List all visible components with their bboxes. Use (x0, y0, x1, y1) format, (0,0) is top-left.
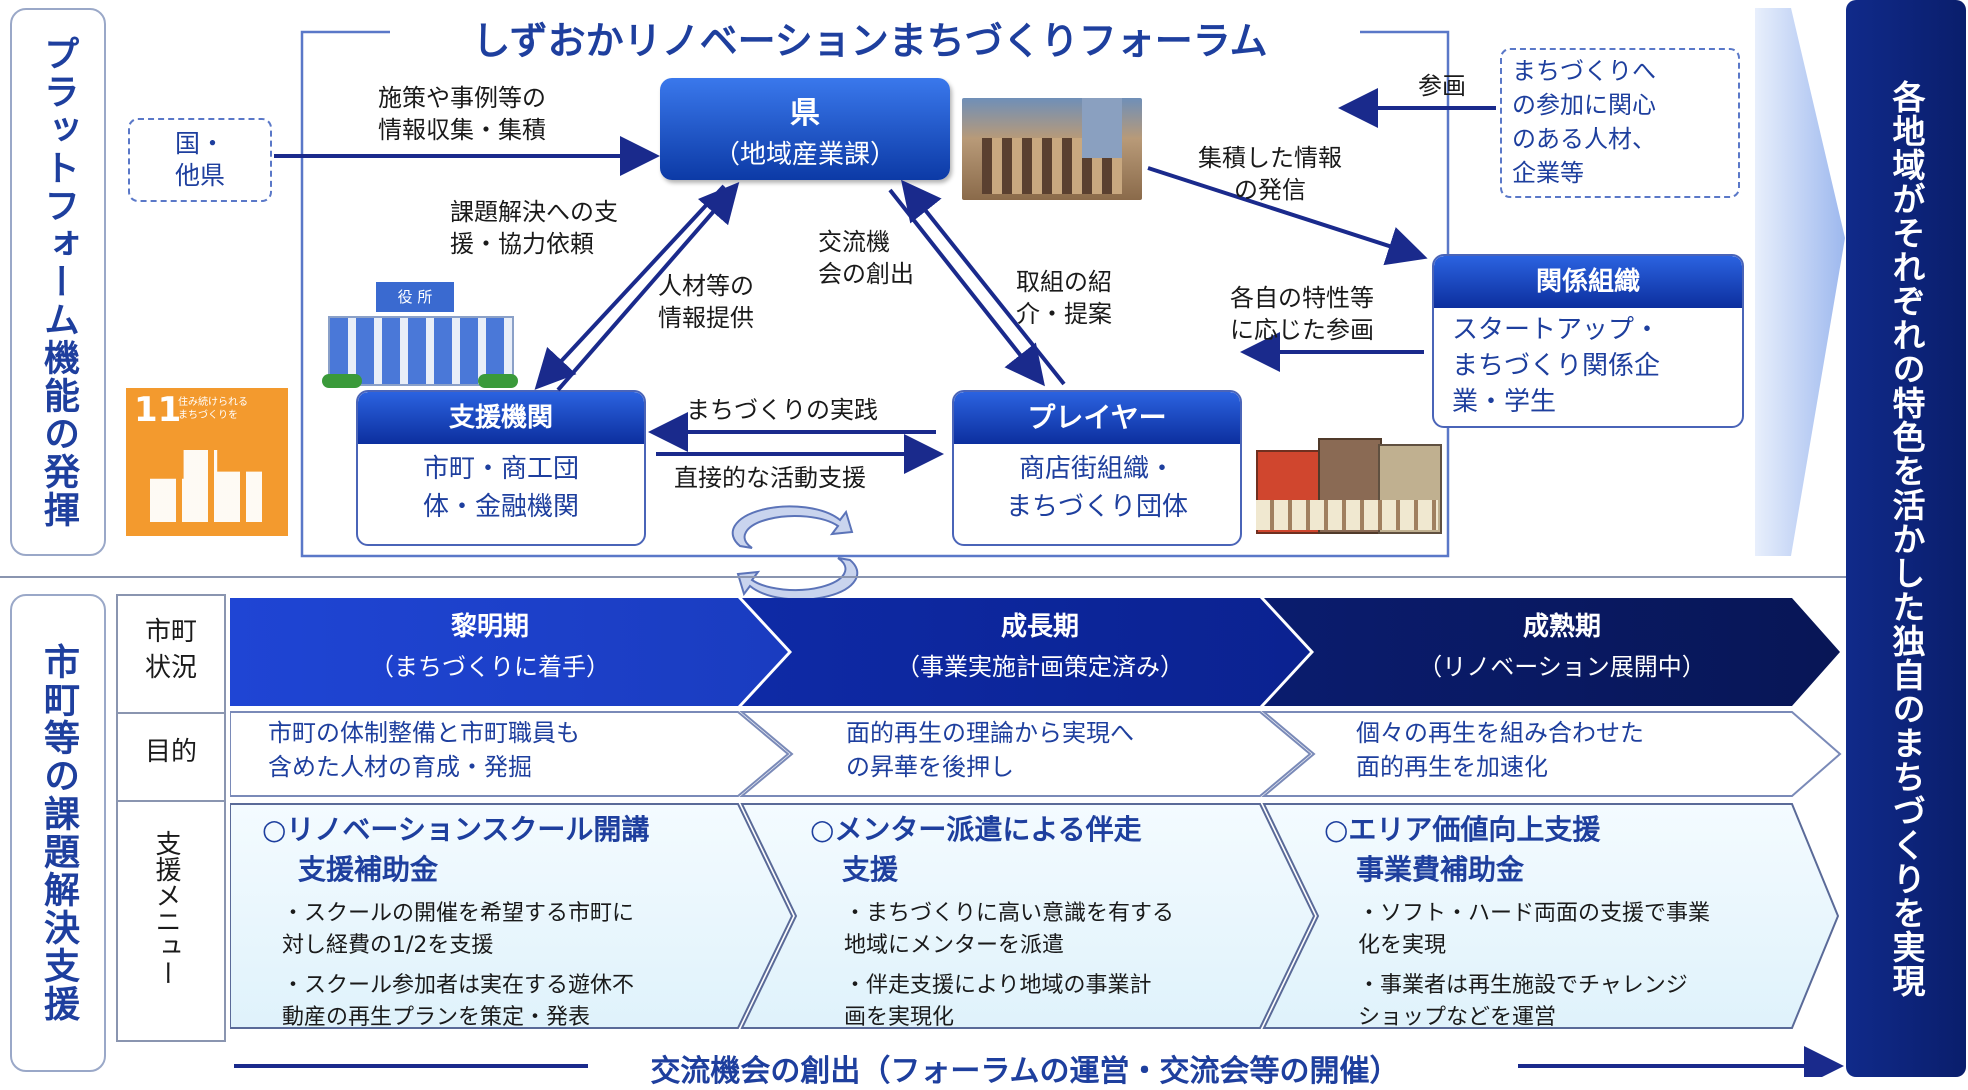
label-collect: 施策や事例等の 情報収集・集積 (378, 84, 546, 144)
phase-2-menu-subtitle: 支援 (842, 853, 899, 886)
section-divider (0, 576, 1846, 578)
ken-subtitle: （地域産業課） (713, 140, 896, 170)
phase-1-menu-title: ○リノベーションスクール開講 (262, 813, 650, 846)
phase-3-subtitle: （リノベーション展開中） (1418, 653, 1706, 681)
phase-1-subtitle: （まちづくりに着手） (370, 653, 610, 681)
phase-2-subtitle: （事業実施計画策定済み） (896, 653, 1184, 681)
phase-2-title: 成長期 (1000, 612, 1079, 642)
label-koryu: 交流機 会の創出 (818, 228, 914, 288)
support-label: 市町等の課題解決支援 (38, 643, 79, 1023)
label-jinzai: 人材等の 情報提供 (658, 272, 754, 332)
phase-1-menu-subtitle: 支援補助金 (298, 853, 439, 886)
platform-label: プラットフォーム機能の発揮 (38, 35, 79, 529)
kuni-box: 国・ 他県 (128, 118, 272, 202)
city-office-icon: 役 所 (322, 282, 518, 388)
shien-body: 市町・商工団 体・金融機関 (422, 454, 579, 522)
support-side-panel: 市町等の課題解決支援 (10, 594, 106, 1072)
label-support-request: 課題解決への支 援・協力依頼 (450, 198, 618, 258)
row-label-menu: 支援メニュー (151, 830, 181, 986)
label-jissen: まちづくりの実践 (686, 396, 878, 424)
arrow-ken-to-kankei (1147, 166, 1428, 266)
forum-title: しずおかリノベーションまちづくりフォーラム (472, 19, 1268, 63)
row-label-purpose: 目的 (144, 737, 197, 767)
ken-node: 県 （地域産業課） (660, 78, 950, 180)
forum-arrows (274, 88, 1496, 600)
phase-2-purpose: 面的再生の理論から実現へ の昇華を後押し (846, 719, 1134, 781)
phase-1-header: 黎明期 （まちづくりに着手） (230, 606, 750, 682)
platform-big-arrow (1755, 8, 1845, 556)
city-office-sign: 役 所 (376, 282, 454, 312)
row-label-status: 市町 状況 (144, 617, 197, 683)
label-kakuji: 各自の特性等 に応じた参画 (1230, 284, 1374, 344)
sdg-11-icon: 11 住み続けられる まちづくりを (126, 388, 288, 536)
arrow-ken-to-shien (534, 184, 726, 390)
phase-1-menu: ○リノベーションスクール開講 支援補助金 ・スクールの開催を希望する市町に 対し… (262, 810, 762, 1034)
phase-3-menu-subtitle: 事業費補助金 (1356, 853, 1525, 886)
phase-3-header: 成熟期 （リノベーション展開中） (1312, 606, 1812, 682)
phase-2-header: 成長期 （事業実施計画策定済み） (790, 606, 1290, 682)
phase-3-menu: ○エリア価値向上支援 事業費補助金 ・ソフト・ハード両面の支援で事業 化を実現 … (1324, 810, 1804, 1034)
shopping-street-image (1256, 430, 1442, 534)
kankei-node: 関係組織 スタートアップ・ まちづくり関係企 業・学生 (1432, 254, 1744, 428)
label-chokusetsu: 直接的な活動支援 (674, 464, 866, 492)
phase-2-menu: ○メンター派遣による伴走 支援 ・まちづくりに高い意識を有する 地域にメンターを… (810, 810, 1280, 1034)
forum-frame (300, 30, 1450, 558)
label-sankaku-interest: 参画 (1418, 72, 1466, 100)
phase-3-menu-item-1: ・ソフト・ハード両面の支援で事業 化を実現 (1358, 901, 1711, 958)
bottom-exchange-arrow (234, 1046, 1844, 1077)
arrow-shien-to-ken (556, 181, 740, 392)
phase-3-menu-item-2: ・事業者は再生施設でチャレンジ ショップなどを運営 (1358, 973, 1688, 1030)
row-labels-frame (116, 594, 226, 1042)
phase-3-menu-title: ○エリア価値向上支援 (1324, 813, 1601, 846)
label-send-info: 集積した情報 の発信 (1198, 144, 1342, 204)
phase-chevrons (230, 598, 1842, 1029)
sdg-text: 住み続けられる まちづくりを (178, 397, 248, 421)
player-body: 商店街組織・ まちづくり団体 (1005, 454, 1188, 522)
phase-1-menu-item-1: ・スクールの開催を希望する市町に 対し経費の1/2を支援 (282, 901, 635, 958)
right-banner-text: 各地域がそれぞれの特色を活かした独自のまちづくりを実現 (1887, 79, 1926, 998)
phase-3-purpose: 個々の再生を組み合わせた 面的再生を加速化 (1356, 719, 1644, 781)
kankei-body: スタートアップ・ まちづくり関係企 業・学生 (1452, 315, 1661, 417)
phase-1-title: 黎明期 (450, 612, 529, 642)
bottom-exchange-label: 交流機会の創出（フォーラムの運営・交流会等の開催） (650, 1054, 1400, 1089)
sdg-number: 11 (134, 390, 182, 430)
kankei-title: 関係組織 (1434, 256, 1742, 308)
phase-2-menu-title: ○メンター派遣による伴走 (810, 813, 1142, 846)
shien-node: 支援機関 市町・商工団 体・金融機関 (356, 390, 646, 546)
cycle-arrows-icon (731, 505, 859, 600)
phase-2-menu-item-1: ・まちづくりに高い意識を有する 地域にメンターを派遣 (844, 901, 1175, 958)
shien-title: 支援機関 (358, 392, 644, 444)
phase-3-title: 成熟期 (1522, 612, 1601, 642)
right-banner: 各地域がそれぞれの特色を活かした独自のまちづくりを実現 (1846, 0, 1966, 1077)
player-node: プレイヤー 商店街組織・ まちづくり団体 (952, 390, 1242, 546)
phase-1-purpose: 市町の体制整備と市町職員も 含めた人材の育成・発掘 (268, 719, 580, 781)
platform-side-panel: プラットフォーム機能の発揮 (10, 8, 106, 556)
player-title: プレイヤー (954, 392, 1240, 444)
arrow-player-to-ken (901, 179, 1066, 386)
ken-title: 県 (790, 96, 820, 131)
phase-1-menu-item-2: ・スクール参加者は実在する遊休不 動産の再生プランを策定・発表 (282, 973, 635, 1030)
prefecture-building-image (962, 98, 1142, 200)
interest-box: まちづくりへ の参加に関心 のある人材、 企業等 (1500, 48, 1740, 198)
phase-2-menu-item-2: ・伴走支援により地域の事業計 画を実現化 (844, 973, 1152, 1030)
label-torikumi: 取組の紹 介・提案 (1016, 268, 1112, 328)
